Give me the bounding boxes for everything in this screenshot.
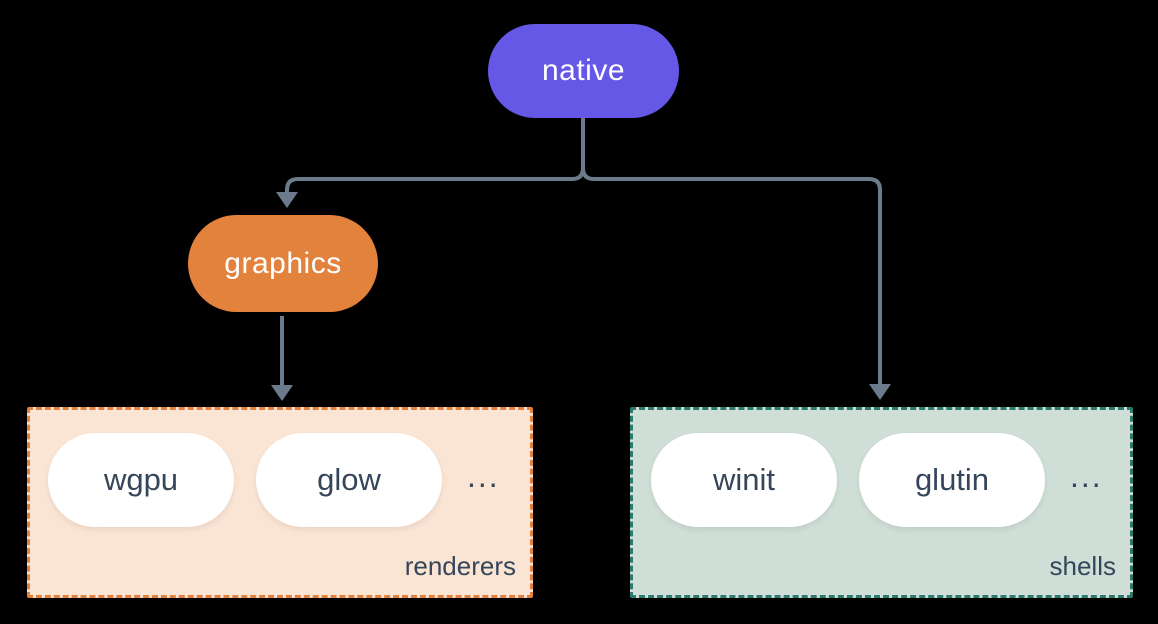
pill-glutin-label: glutin xyxy=(914,462,990,497)
edge-native-graphics xyxy=(285,117,585,192)
group-renderers-label: renderers xyxy=(404,551,516,581)
arrowhead-shells-icon xyxy=(869,384,891,400)
arrowhead-graphics-icon xyxy=(276,192,298,208)
renderers-ellipsis: ... xyxy=(467,457,500,494)
group-shells: winit glutin ... shells xyxy=(630,407,1133,598)
pill-wgpu: wgpu xyxy=(48,433,234,527)
node-native-label: native xyxy=(541,54,626,87)
pill-winit-label: winit xyxy=(712,462,775,497)
shells-pill-row: winit glutin ... xyxy=(651,433,1103,527)
edge-native-shells xyxy=(581,117,882,384)
pill-wgpu-label: wgpu xyxy=(103,462,179,497)
pill-glutin: glutin xyxy=(859,433,1045,527)
renderers-pill-row: wgpu glow ... xyxy=(48,433,500,527)
group-shells-label: shells xyxy=(1049,551,1116,581)
node-native: native xyxy=(488,24,679,118)
pill-winit: winit xyxy=(651,433,837,527)
shells-ellipsis: ... xyxy=(1070,457,1103,494)
group-renderers: wgpu glow ... renderers xyxy=(27,407,533,598)
arrowhead-renderers-icon xyxy=(271,385,293,401)
node-graphics-label: graphics xyxy=(224,246,342,280)
node-graphics: graphics xyxy=(188,215,378,312)
pill-glow: glow xyxy=(256,433,442,527)
pill-glow-label: glow xyxy=(317,462,381,497)
